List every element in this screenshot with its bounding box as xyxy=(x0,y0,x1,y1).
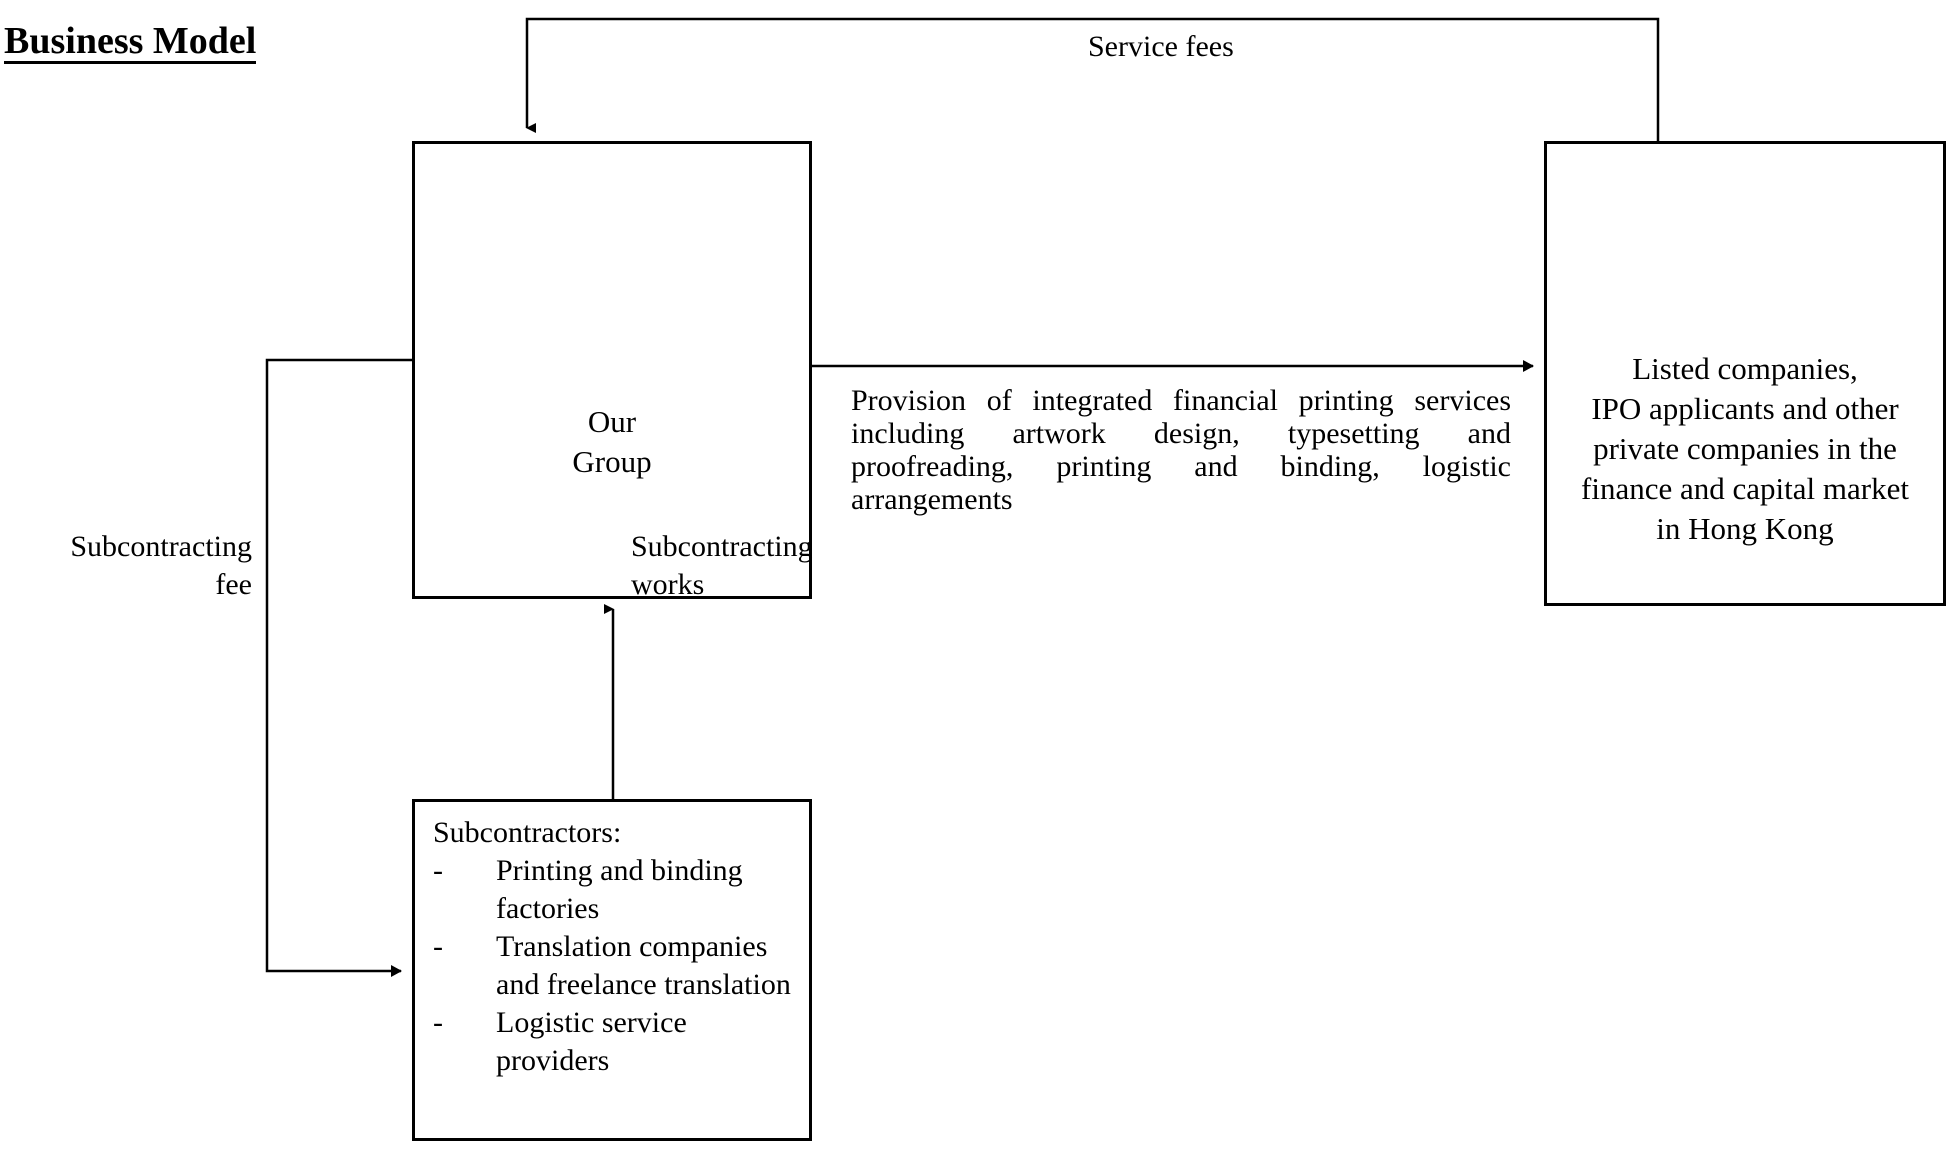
subcontractors-heading: Subcontractors: xyxy=(433,816,622,849)
list-item-label: Translation companies and freelance tran… xyxy=(496,930,791,1001)
list-item: - Printing and binding factories xyxy=(433,852,801,928)
edge-subcontracting-fee xyxy=(265,358,412,977)
bullet-dash-icon: - xyxy=(433,1006,443,1039)
list-item: - Logistic service providers xyxy=(433,1004,801,1080)
list-item: - Translation companies and freelance tr… xyxy=(433,928,801,1004)
node-our-group: Our Group xyxy=(412,141,812,599)
edge-label-provision-text: Provision of integrated financial printi… xyxy=(851,384,1511,516)
edge-label-service-fees: Service fees xyxy=(1088,30,1234,63)
node-subcontractors: Subcontractors: - Printing and binding f… xyxy=(412,799,812,1141)
edge-label-subcontracting-works: Subcontracting works xyxy=(631,530,813,601)
node-clients: Listed companies, IPO applicants and oth… xyxy=(1544,141,1946,606)
clients-label: Listed companies, IPO applicants and oth… xyxy=(1581,351,1909,546)
list-item-label: Logistic service providers xyxy=(496,1006,687,1077)
edge-label-subcontracting-fee: Subcontracting fee xyxy=(70,530,252,601)
edge-label-provision-of-services: Provision of integrated financial printi… xyxy=(851,384,1511,516)
page-title: Business Model xyxy=(4,20,257,64)
subcontractors-list: Subcontractors: - Printing and binding f… xyxy=(433,814,801,1080)
bullet-dash-icon: - xyxy=(433,930,443,963)
our-group-label: Our Group xyxy=(572,404,652,479)
list-item-label: Printing and binding factories xyxy=(496,854,743,925)
bullet-dash-icon: - xyxy=(433,854,443,887)
